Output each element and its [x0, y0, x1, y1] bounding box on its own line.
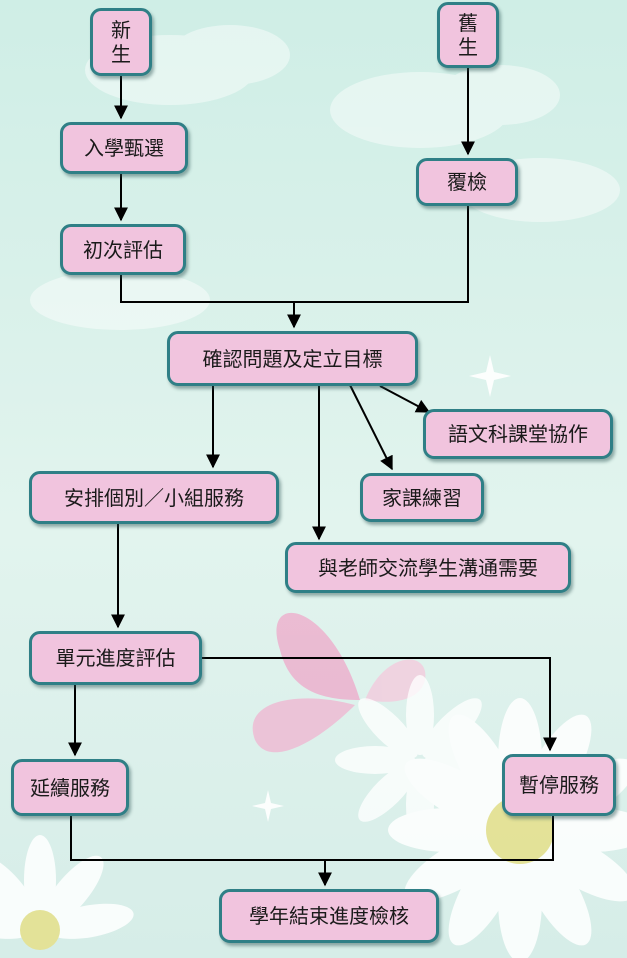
node-individual-group-service: 安排個別／小組服務 [29, 471, 279, 524]
connector-end-merge [70, 815, 554, 861]
node-label: 新生 [111, 18, 131, 66]
node-label: 入學甄選 [84, 136, 164, 160]
butterfly-icon [252, 612, 426, 753]
node-admission-screening: 入學甄選 [60, 122, 188, 174]
node-label: 延續服務 [30, 775, 110, 800]
node-old-student: 舊生 [437, 2, 499, 68]
arrow-unit-to-suspend [201, 657, 557, 752]
node-suspend-service: 暫停服務 [502, 754, 616, 816]
node-label: 安排個別／小組服務 [64, 485, 244, 510]
node-teacher-communication: 與老師交流學生溝通需要 [285, 542, 571, 593]
node-confirm-goals: 確認問題及定立目標 [167, 331, 418, 386]
node-label: 單元進度評估 [55, 646, 176, 670]
node-label: 舊生 [458, 11, 478, 59]
node-unit-progress-assessment: 單元進度評估 [29, 631, 202, 685]
node-initial-assessment: 初次評估 [60, 224, 186, 275]
node-label: 初次評估 [83, 237, 163, 262]
node-continue-service: 延續服務 [11, 759, 129, 816]
node-label: 語文科課堂協作 [448, 422, 588, 446]
node-homework-practice: 家課練習 [360, 473, 484, 522]
node-year-end-review: 學年結束進度檢核 [219, 889, 439, 943]
arrow-goals-to-language [379, 385, 431, 413]
node-label: 家課練習 [382, 485, 462, 510]
node-reexamination: 覆檢 [416, 158, 518, 206]
node-label: 學年結束進度檢核 [249, 904, 409, 928]
node-label: 覆檢 [447, 170, 487, 194]
node-label: 與老師交流學生溝通需要 [318, 555, 538, 580]
node-label: 暫停服務 [519, 773, 599, 797]
arrow-goals-to-homework [349, 384, 393, 471]
node-label: 確認問題及定立目標 [202, 346, 383, 371]
node-language-collaboration: 語文科課堂協作 [423, 409, 613, 459]
sparkle-icon [252, 355, 511, 822]
node-new-student: 新生 [90, 8, 152, 76]
